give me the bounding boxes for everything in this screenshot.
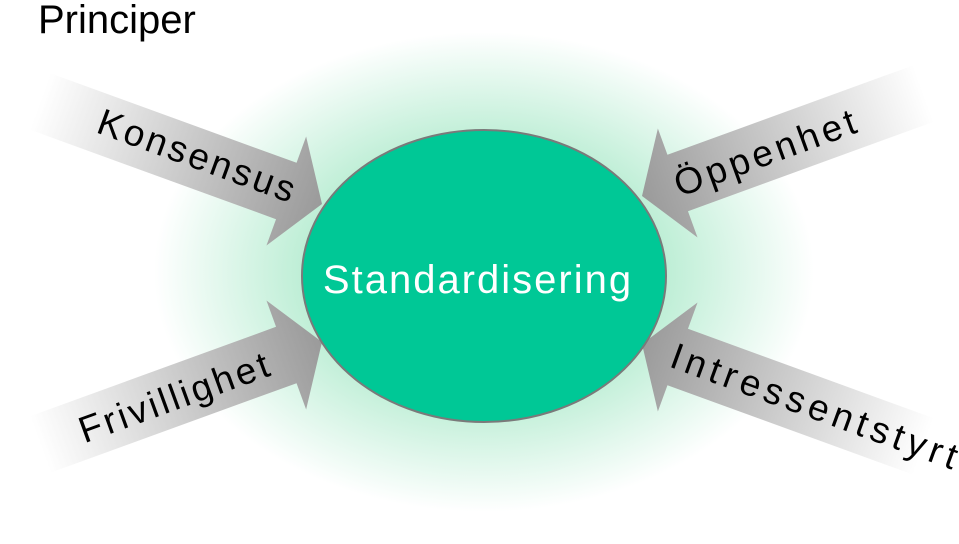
- arrow-konsensus-shape: [29, 73, 322, 246]
- center-ellipse: [301, 129, 667, 423]
- arrow-frivillighet-shape: [29, 300, 322, 473]
- center-label: Standardisering: [323, 258, 633, 302]
- page-title: Principer: [38, 0, 196, 42]
- arrow-oppenhet-shape: [642, 65, 935, 238]
- arrow-intressentstyrt-shape: [642, 302, 935, 475]
